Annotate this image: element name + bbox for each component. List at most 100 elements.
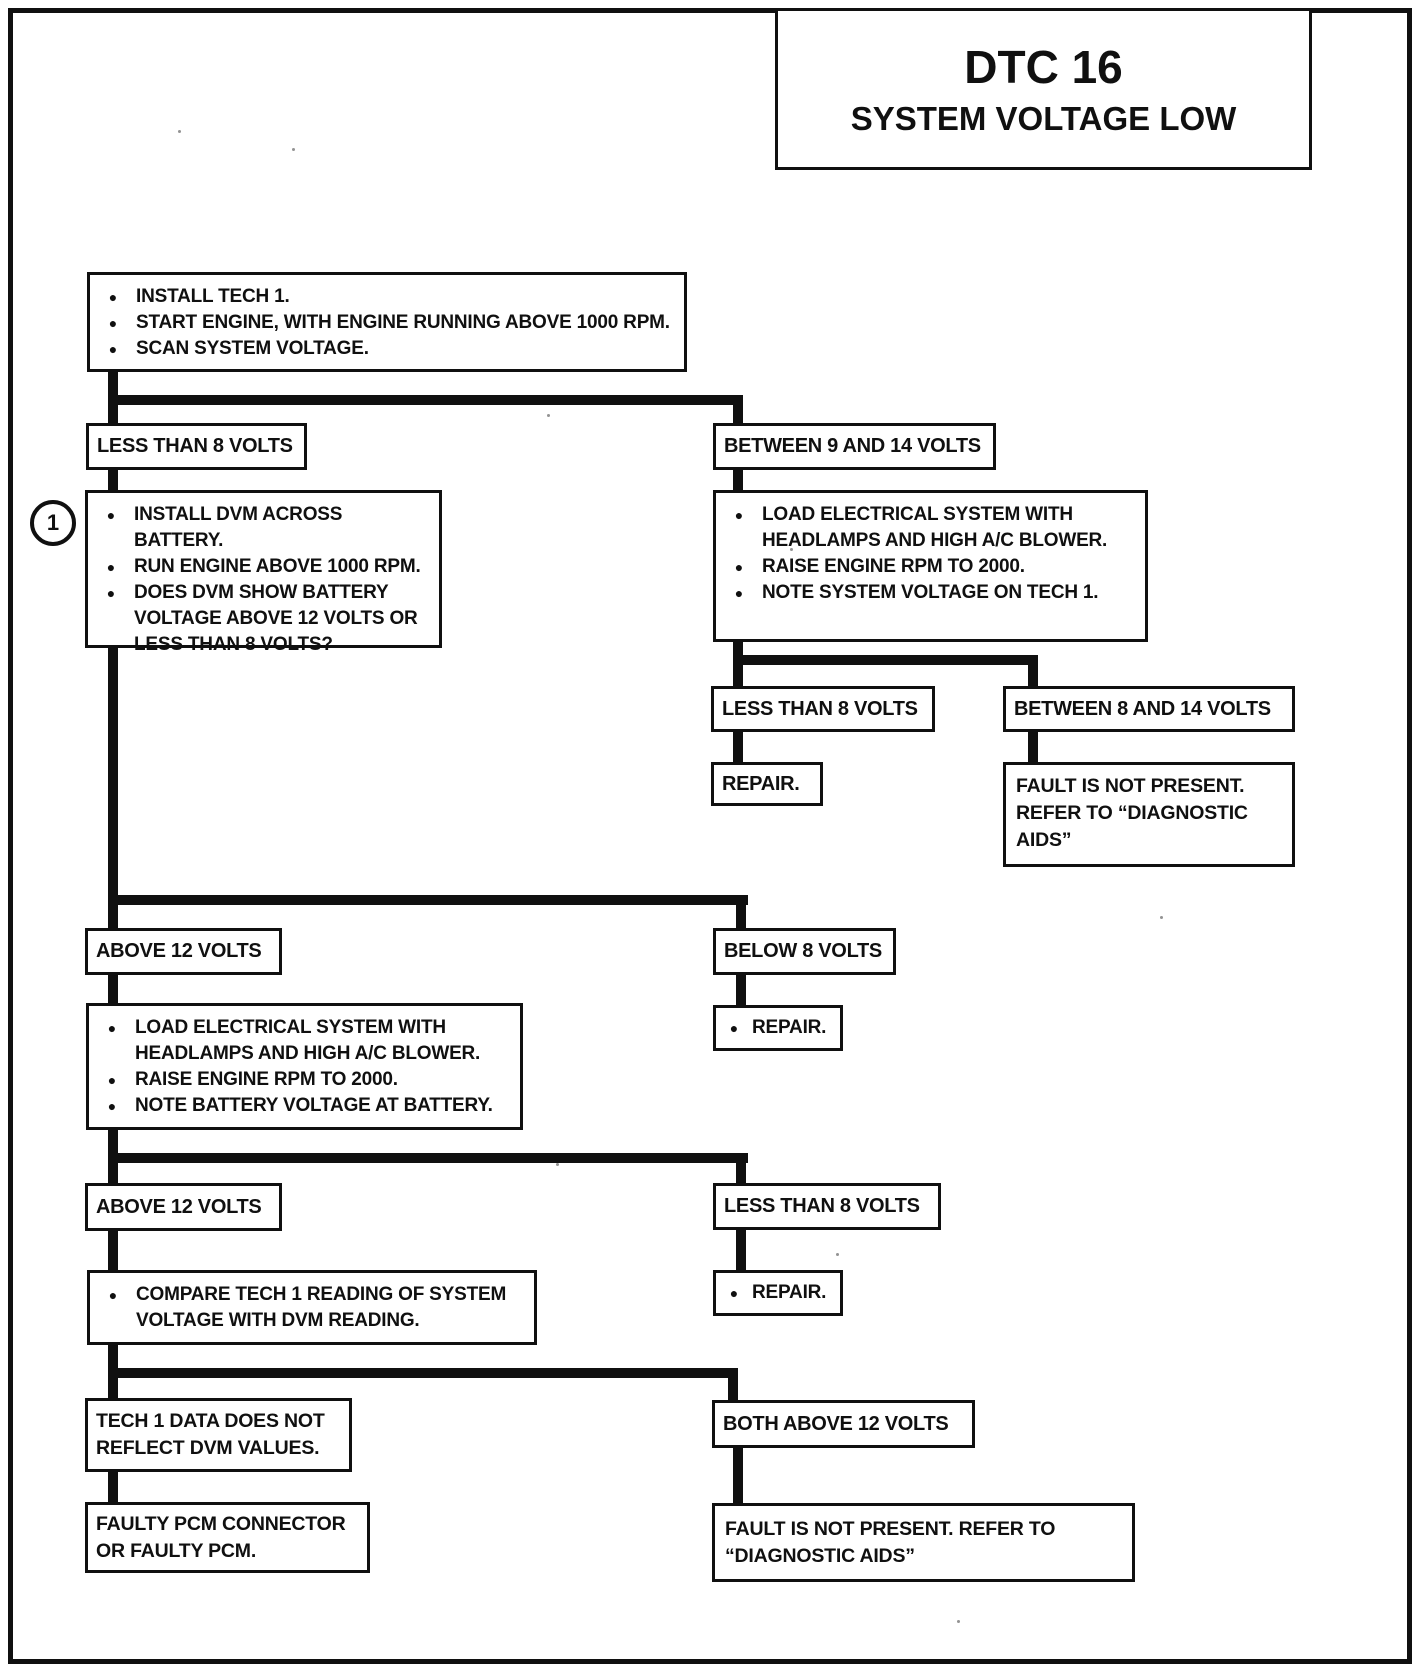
connector [108, 895, 748, 905]
connector [733, 663, 743, 688]
node-repair-3: ● REPAIR. [713, 1270, 843, 1316]
bullet-icon: ● [108, 1287, 118, 1303]
scan-speck [836, 1253, 839, 1256]
branch-label-text: TECH 1 DATA DOES NOT REFLECT DVM VALUES. [96, 1410, 325, 1459]
connector [108, 1368, 738, 1378]
scan-speck [1160, 916, 1163, 919]
connector [108, 1228, 118, 1272]
page-title: DTC 16 [964, 41, 1123, 93]
result-text: FAULTY PCM CONNECTOR OR FAULTY PCM. [96, 1513, 346, 1562]
branch-label-text: ABOVE 12 VOLTS [96, 1195, 262, 1218]
connector [733, 1446, 743, 1505]
node-load-system-tech1: ● LOAD ELECTRICAL SYSTEM WITH HEADLAMPS … [713, 490, 1148, 642]
step-text: DOES DVM SHOW BATTERY VOLTAGE ABOVE 12 V… [134, 582, 418, 655]
bullet-icon: ● [729, 1285, 739, 1301]
branch-label-text: BETWEEN 9 AND 14 VOLTS [724, 435, 981, 457]
step-marker-number: 1 [46, 510, 60, 535]
node-load-system-battery: ● LOAD ELECTRICAL SYSTEM WITH HEADLAMPS … [86, 1003, 523, 1130]
connector [1028, 730, 1038, 764]
branch-label-text: BOTH ABOVE 12 VOLTS [723, 1412, 949, 1435]
result-text: FAULT IS NOT PRESENT. REFER TO “DIAGNOST… [725, 1518, 1056, 1567]
result-text: FAULT IS NOT PRESENT. REFER TO “DIAGNOST… [1016, 775, 1248, 851]
branch-label-text: LESS THAN 8 VOLTS [97, 435, 293, 457]
connector [736, 1161, 746, 1185]
connector [733, 730, 743, 764]
branch-label-text: LESS THAN 8 VOLTS [722, 697, 918, 720]
node-compare-readings: ● COMPARE TECH 1 READING OF SYSTEM VOLTA… [87, 1270, 537, 1345]
scan-speck [547, 414, 550, 417]
connector [108, 1128, 118, 1156]
connector [108, 1153, 748, 1163]
node-fault-not-present-2: FAULT IS NOT PRESENT. REFER TO “DIAGNOST… [712, 1503, 1135, 1582]
bullet-icon: ● [106, 585, 116, 601]
page-border [8, 8, 1412, 1664]
connector [108, 1343, 118, 1371]
scan-speck [556, 1163, 559, 1166]
connector [736, 1228, 746, 1272]
step-marker-circle: 1 [30, 500, 76, 546]
scan-speck [292, 148, 295, 151]
branch-label-sub-less-than-8-volts: LESS THAN 8 VOLTS [711, 686, 935, 732]
connector [1028, 663, 1038, 688]
bullet-icon: ● [106, 507, 116, 523]
branch-label-below-8-volts: BELOW 8 VOLTS [713, 928, 896, 975]
step-text: SCAN SYSTEM VOLTAGE. [136, 338, 369, 359]
bullet-icon: ● [108, 341, 118, 357]
connector [733, 395, 743, 425]
branch-label-between-8-and-14-volts: BETWEEN 8 AND 14 VOLTS [1003, 686, 1295, 732]
connector [108, 395, 743, 405]
node-repair-1: REPAIR. [711, 762, 823, 806]
connector [733, 655, 1038, 665]
connector [733, 468, 743, 492]
step-text: START ENGINE, WITH ENGINE RUNNING ABOVE … [136, 312, 670, 333]
connector [108, 903, 118, 930]
connector [108, 1376, 118, 1400]
scan-speck [790, 548, 793, 551]
branch-label-both-above-12-volts: BOTH ABOVE 12 VOLTS [712, 1400, 975, 1448]
scan-speck [957, 1620, 960, 1623]
step-text: LOAD ELECTRICAL SYSTEM WITH HEADLAMPS AN… [762, 504, 1108, 551]
bullet-icon: ● [734, 507, 744, 523]
bullet-icon: ● [734, 559, 744, 575]
branch-label-text: LESS THAN 8 VOLTS [724, 1195, 920, 1217]
connector [108, 468, 118, 492]
connector [733, 640, 743, 665]
node-fault-not-present-1: FAULT IS NOT PRESENT. REFER TO “DIAGNOST… [1003, 762, 1295, 867]
branch-label-above-12-volts-1: ABOVE 12 VOLTS [85, 928, 282, 975]
bullet-icon: ● [106, 559, 116, 575]
repair-text: REPAIR. [752, 1017, 827, 1038]
step-text: RAISE ENGINE RPM TO 2000. [762, 556, 1025, 577]
step-text: RUN ENGINE ABOVE 1000 RPM. [134, 556, 421, 577]
node-faulty-pcm: FAULTY PCM CONNECTOR OR FAULTY PCM. [85, 1502, 370, 1573]
step-text: NOTE BATTERY VOLTAGE AT BATTERY. [135, 1095, 493, 1116]
connector [108, 1470, 118, 1504]
connector [728, 1376, 738, 1402]
branch-label-less-than-8-volts: LESS THAN 8 VOLTS [86, 423, 307, 470]
bullet-icon: ● [107, 1020, 117, 1036]
scan-speck [178, 130, 181, 133]
connector [736, 903, 746, 930]
step-text: LOAD ELECTRICAL SYSTEM WITH HEADLAMPS AN… [135, 1017, 481, 1064]
step-text: INSTALL TECH 1. [136, 286, 290, 307]
node-repair-2: ● REPAIR. [713, 1005, 843, 1051]
step-text: COMPARE TECH 1 READING OF SYSTEM VOLTAGE… [136, 1284, 507, 1331]
step-text: NOTE SYSTEM VOLTAGE ON TECH 1. [762, 582, 1099, 603]
branch-label-text: BETWEEN 8 AND 14 VOLTS [1014, 697, 1271, 720]
bullet-icon: ● [107, 1098, 117, 1114]
branch-label-above-12-volts-2: ABOVE 12 VOLTS [85, 1183, 282, 1231]
step-text: INSTALL DVM ACROSS BATTERY. [134, 504, 343, 551]
connector [108, 973, 118, 1005]
bullet-icon: ● [734, 585, 744, 601]
bullet-icon: ● [107, 1072, 117, 1088]
connector [736, 973, 746, 1007]
connector [108, 646, 118, 897]
repair-text: REPAIR. [722, 772, 800, 795]
branch-label-between-9-and-14-volts: BETWEEN 9 AND 14 VOLTS [713, 423, 996, 470]
branch-label-text: BELOW 8 VOLTS [724, 940, 882, 962]
step-text: RAISE ENGINE RPM TO 2000. [135, 1069, 398, 1090]
node-start: ● INSTALL TECH 1. ● START ENGINE, WITH E… [87, 272, 687, 372]
branch-label-text: ABOVE 12 VOLTS [96, 940, 262, 962]
repair-text: REPAIR. [752, 1282, 827, 1303]
branch-label-less-than-8-volts-2: LESS THAN 8 VOLTS [713, 1183, 941, 1230]
node-dvm-check: ● INSTALL DVM ACROSS BATTERY. ● RUN ENGI… [85, 490, 442, 655]
